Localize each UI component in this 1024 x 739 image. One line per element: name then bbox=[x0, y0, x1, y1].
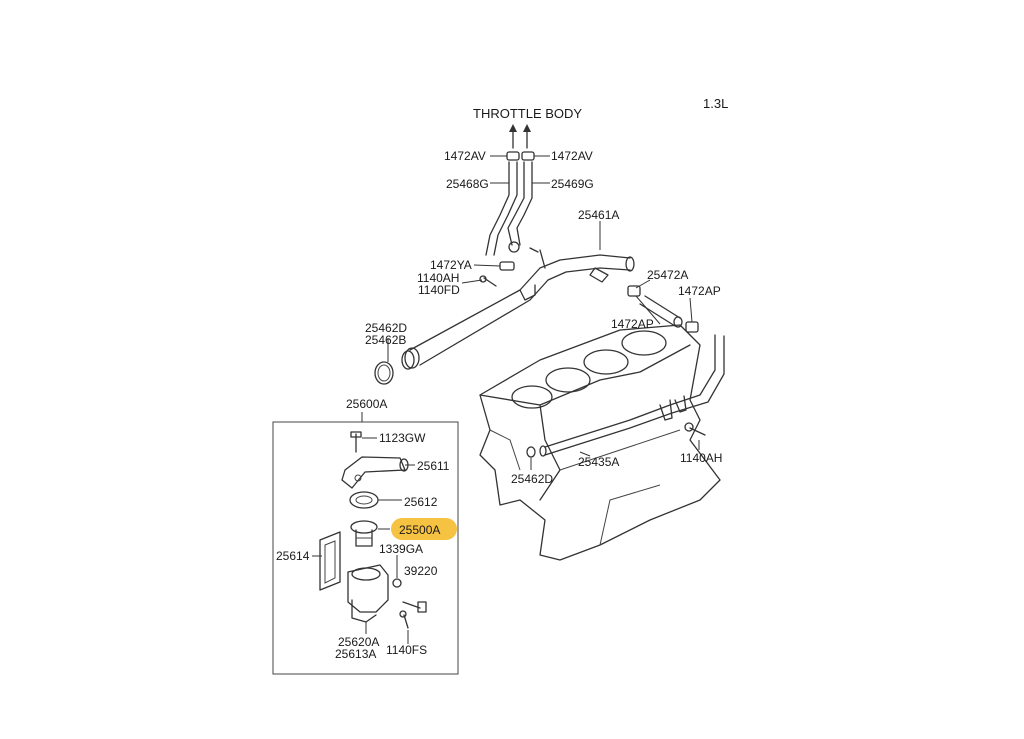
thermostat-assembly-box bbox=[272, 421, 459, 675]
part-label-25462B[interactable]: 25462B bbox=[365, 333, 406, 347]
o-ring-25462D bbox=[374, 361, 394, 385]
highlight-25500A bbox=[391, 518, 457, 540]
part-label-1140FS[interactable]: 1140FS bbox=[386, 643, 427, 657]
part-label-25614[interactable]: 25614 bbox=[276, 549, 310, 563]
part-label-25611[interactable]: 25611 bbox=[417, 459, 450, 473]
part-label-1472AP-right[interactable]: 1472AP bbox=[678, 284, 721, 298]
part-label-25612[interactable]: 25612 bbox=[404, 495, 438, 509]
part-label-1472AP-mid[interactable]: 1472AP bbox=[611, 317, 654, 331]
part-label-1140FD[interactable]: 1140FD bbox=[418, 283, 460, 297]
part-label-1472AV-right[interactable]: 1472AV bbox=[551, 149, 593, 163]
part-label-25462D-bottom[interactable]: 25462D bbox=[511, 472, 553, 486]
part-label-25600A[interactable]: 25600A bbox=[346, 397, 387, 411]
part-label-25500A[interactable]: 25500A bbox=[399, 523, 440, 537]
throttle-body-label: THROTTLE BODY bbox=[473, 106, 582, 121]
thermostat-parts bbox=[319, 431, 427, 629]
part-label-1140AH-top[interactable]: 1140AH bbox=[417, 271, 459, 285]
part-label-25462D-top[interactable]: 25462D bbox=[365, 321, 407, 335]
part-label-1339GA[interactable]: 1339GA bbox=[379, 542, 423, 556]
part-label-25620A[interactable]: 25620A bbox=[338, 635, 379, 649]
labels: THROTTLE BODY 1.3L 1472AV 1472AV 25468G … bbox=[276, 96, 728, 661]
part-label-25469G[interactable]: 25469G bbox=[551, 177, 594, 191]
water-pipe-25461A bbox=[401, 247, 635, 370]
part-label-1472AV-left[interactable]: 1472AV bbox=[444, 149, 486, 163]
part-label-1140AH-right[interactable]: 1140AH bbox=[680, 451, 722, 465]
throttle-hoses bbox=[485, 124, 535, 271]
part-label-25461A[interactable]: 25461A bbox=[578, 208, 619, 222]
engine-block bbox=[479, 324, 721, 561]
part-label-1472YA[interactable]: 1472YA bbox=[430, 258, 472, 272]
leader-lines bbox=[312, 155, 700, 644]
part-label-25613A[interactable]: 25613A bbox=[335, 647, 376, 661]
part-label-25472A[interactable]: 25472A bbox=[647, 268, 688, 282]
part-label-1123GW[interactable]: 1123GW bbox=[379, 431, 426, 445]
part-label-25468G[interactable]: 25468G bbox=[446, 177, 489, 191]
part-label-39220[interactable]: 39220 bbox=[404, 564, 438, 578]
engine-size-label: 1.3L bbox=[703, 96, 728, 111]
part-label-25435A[interactable]: 25435A bbox=[578, 455, 619, 469]
